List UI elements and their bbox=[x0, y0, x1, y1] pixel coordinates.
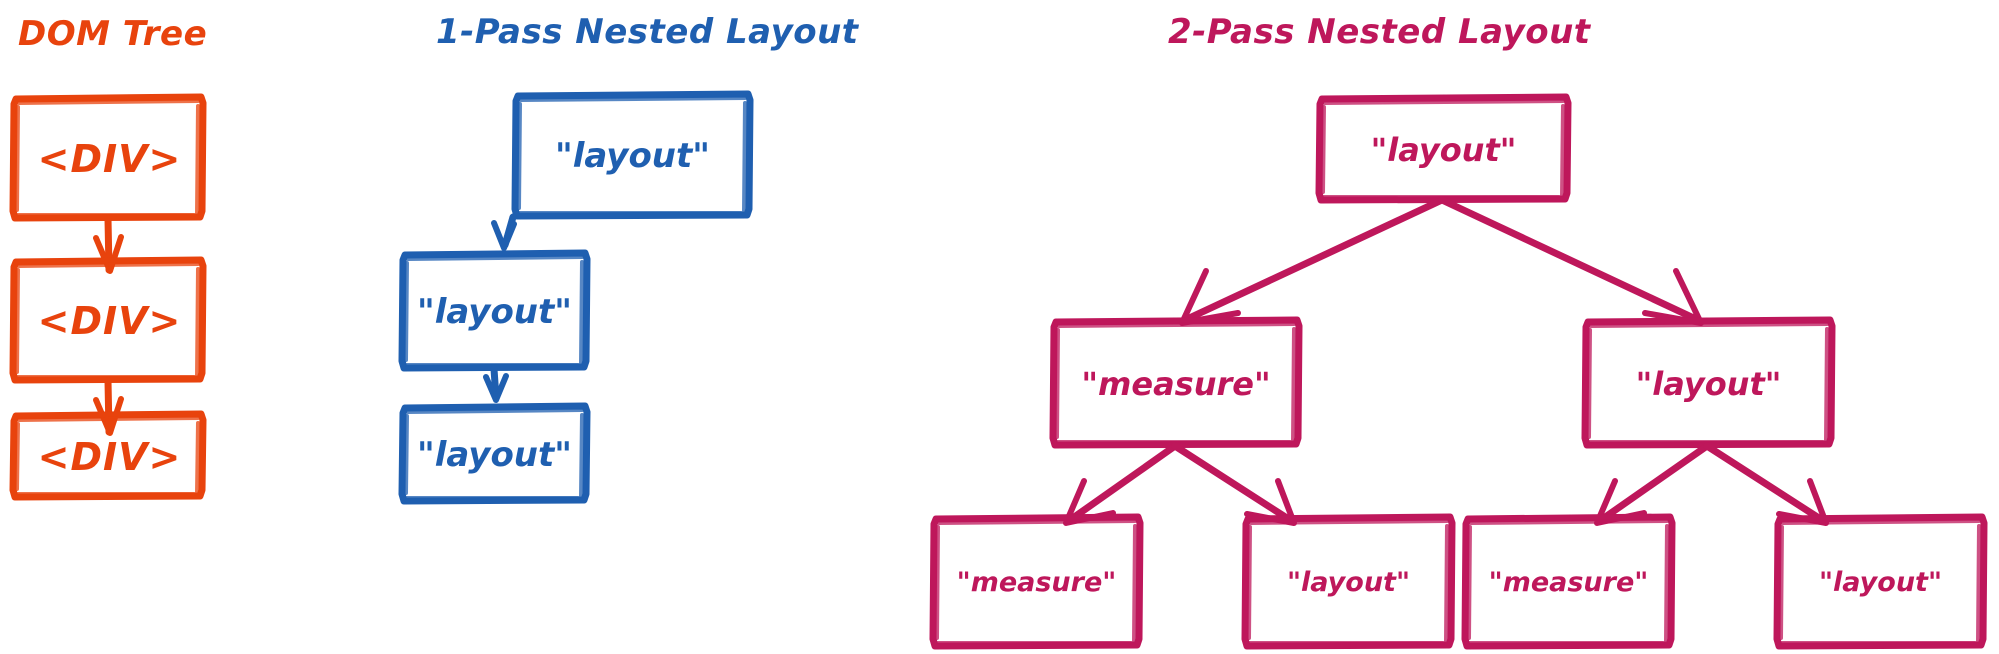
onepass-node-box-2[interactable] bbox=[398, 249, 591, 372]
dom-tree-column bbox=[9, 93, 207, 501]
column-title-two-pass: 2-Pass Nested Layout bbox=[1168, 12, 1591, 52]
twopass-edge-l2r-left bbox=[1594, 442, 1711, 526]
twopass-l3-box-4[interactable] bbox=[1773, 513, 1988, 650]
dom-node-box-1[interactable] bbox=[9, 93, 207, 222]
twopass-l3-box-1[interactable] bbox=[929, 513, 1144, 650]
onepass-edge-arrow-2 bbox=[483, 365, 509, 403]
twopass-edge-l2r-right bbox=[1703, 442, 1829, 526]
onepass-edge-arrow-1 bbox=[491, 213, 517, 251]
dom-edge-arrow-2 bbox=[93, 377, 124, 436]
dom-node-box-3[interactable] bbox=[9, 410, 207, 501]
onepass-node-box-1[interactable] bbox=[511, 90, 754, 220]
twopass-root-box[interactable] bbox=[1315, 93, 1572, 204]
dom-node-box-2[interactable] bbox=[9, 256, 207, 384]
twopass-edge-l2l-left bbox=[1063, 442, 1179, 526]
onepass-node-box-3[interactable] bbox=[398, 402, 591, 505]
two-pass-column bbox=[929, 93, 1988, 650]
twopass-l2-measure-box[interactable] bbox=[1049, 316, 1303, 449]
column-title-one-pass: 1-Pass Nested Layout bbox=[436, 12, 859, 52]
twopass-edge-l2l-right bbox=[1171, 442, 1297, 526]
twopass-l2-layout-box[interactable] bbox=[1581, 316, 1836, 449]
twopass-l3-box-3[interactable] bbox=[1461, 513, 1676, 650]
one-pass-column bbox=[398, 90, 754, 505]
twopass-edge-root-right bbox=[1438, 196, 1704, 326]
twopass-edge-root-left bbox=[1179, 196, 1446, 326]
twopass-l3-box-2[interactable] bbox=[1241, 513, 1456, 650]
column-title-dom-tree: DOM Tree bbox=[18, 14, 208, 54]
